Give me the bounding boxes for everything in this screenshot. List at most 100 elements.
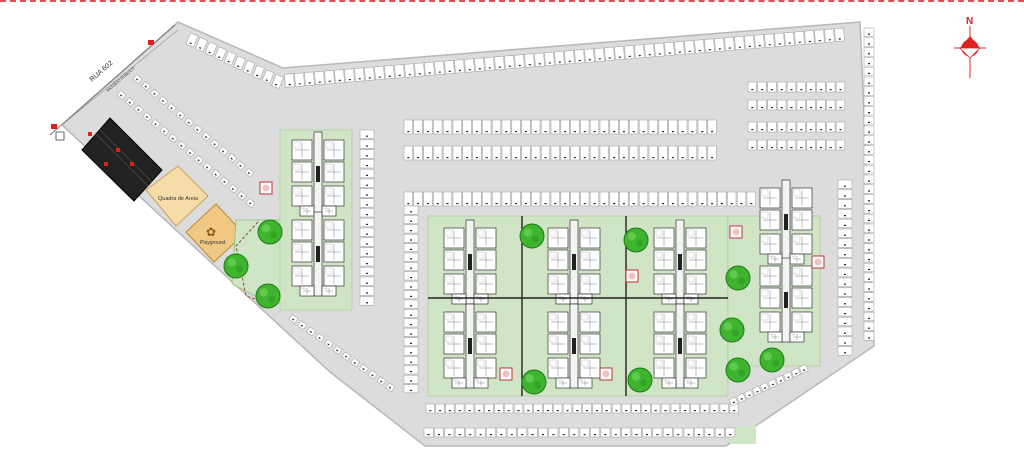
parking-space bbox=[648, 119, 658, 135]
parking-space bbox=[359, 139, 375, 149]
parking-space bbox=[245, 198, 256, 208]
parking-space bbox=[592, 403, 602, 414]
tree-icon bbox=[223, 253, 249, 279]
parking-space bbox=[777, 99, 787, 111]
parking-space bbox=[784, 31, 795, 47]
parking-space bbox=[218, 146, 229, 156]
parking-space bbox=[767, 121, 777, 133]
parking-space bbox=[668, 119, 678, 135]
parking-space bbox=[683, 427, 694, 438]
parking-space bbox=[837, 336, 853, 346]
parking-space bbox=[511, 145, 521, 161]
parking-space bbox=[658, 191, 668, 207]
parking-space bbox=[403, 299, 419, 309]
parking-space bbox=[863, 164, 875, 175]
parking-space bbox=[554, 51, 565, 66]
parking-space bbox=[652, 427, 663, 438]
parking-space bbox=[863, 115, 875, 126]
parking-space bbox=[159, 126, 170, 136]
parking-space bbox=[790, 367, 801, 378]
utility-box bbox=[729, 225, 743, 239]
parking-space bbox=[594, 47, 605, 62]
parking-space bbox=[694, 39, 705, 54]
parking-space bbox=[435, 403, 445, 414]
apartment-building bbox=[569, 219, 579, 305]
parking-space bbox=[403, 374, 419, 384]
parking-space bbox=[572, 403, 582, 414]
parking-space bbox=[403, 280, 419, 290]
parking-space bbox=[704, 427, 715, 438]
apartment-building bbox=[569, 303, 579, 389]
parking-space bbox=[558, 427, 569, 438]
parking-space bbox=[464, 403, 475, 414]
parking-space bbox=[835, 121, 846, 133]
parking-space bbox=[796, 139, 806, 151]
parking-space bbox=[754, 34, 765, 49]
parking-space bbox=[599, 145, 609, 161]
tree-icon bbox=[759, 347, 785, 373]
parking-space bbox=[513, 403, 524, 414]
parking-space bbox=[444, 60, 455, 75]
parking-space bbox=[662, 427, 673, 438]
parking-space bbox=[192, 124, 203, 135]
parking-space bbox=[403, 119, 413, 135]
parking-space bbox=[638, 191, 649, 207]
parking-space bbox=[796, 81, 806, 93]
parking-space bbox=[424, 61, 435, 76]
parking-space bbox=[494, 403, 504, 414]
parking-space bbox=[403, 346, 419, 356]
parking-space bbox=[472, 145, 482, 161]
parking-space bbox=[359, 286, 375, 296]
parking-space bbox=[767, 99, 777, 111]
parking-space bbox=[786, 81, 797, 93]
parking-space bbox=[757, 121, 767, 133]
parking-space bbox=[227, 153, 238, 164]
parking-space bbox=[835, 81, 846, 93]
parking-space bbox=[423, 427, 434, 438]
parking-space bbox=[863, 66, 875, 77]
apartment-building bbox=[781, 257, 791, 343]
parking-space bbox=[444, 427, 455, 438]
parking-space bbox=[619, 191, 629, 207]
parking-space bbox=[462, 119, 472, 135]
parking-space bbox=[324, 70, 335, 85]
parking-space bbox=[727, 191, 737, 207]
tree-layer bbox=[223, 219, 785, 395]
parking-space bbox=[747, 121, 757, 133]
parking-space bbox=[631, 427, 642, 438]
parking-space bbox=[464, 58, 475, 73]
parking-space bbox=[624, 45, 635, 60]
parking-space bbox=[744, 35, 755, 50]
parking-space bbox=[614, 46, 625, 61]
parking-space bbox=[631, 403, 641, 414]
parking-space bbox=[837, 218, 853, 229]
parking-space bbox=[687, 191, 698, 207]
parking-space bbox=[816, 121, 826, 133]
parking-space bbox=[404, 63, 415, 78]
parking-space bbox=[863, 57, 875, 67]
parking-space bbox=[837, 267, 853, 278]
parking-space bbox=[837, 346, 853, 356]
parking-space bbox=[193, 154, 204, 165]
parking-space bbox=[465, 427, 476, 438]
parking-space bbox=[491, 191, 502, 207]
parking-space bbox=[341, 351, 352, 362]
parking-space bbox=[580, 145, 590, 161]
parking-space bbox=[454, 59, 465, 74]
parking-space bbox=[132, 74, 143, 84]
parking-space bbox=[560, 191, 570, 207]
parking-space bbox=[757, 81, 767, 93]
parking-space bbox=[472, 119, 482, 135]
parking-space bbox=[374, 65, 385, 81]
parking-space bbox=[414, 62, 425, 77]
parking-space bbox=[359, 296, 375, 306]
parking-space bbox=[423, 119, 433, 135]
parking-space bbox=[544, 51, 555, 66]
parking-space bbox=[214, 46, 227, 62]
parking-space bbox=[668, 145, 678, 161]
parking-space bbox=[358, 363, 369, 374]
parking-space bbox=[359, 149, 375, 159]
parking-space bbox=[863, 262, 875, 273]
parking-space bbox=[736, 392, 747, 403]
parking-space bbox=[562, 403, 573, 414]
